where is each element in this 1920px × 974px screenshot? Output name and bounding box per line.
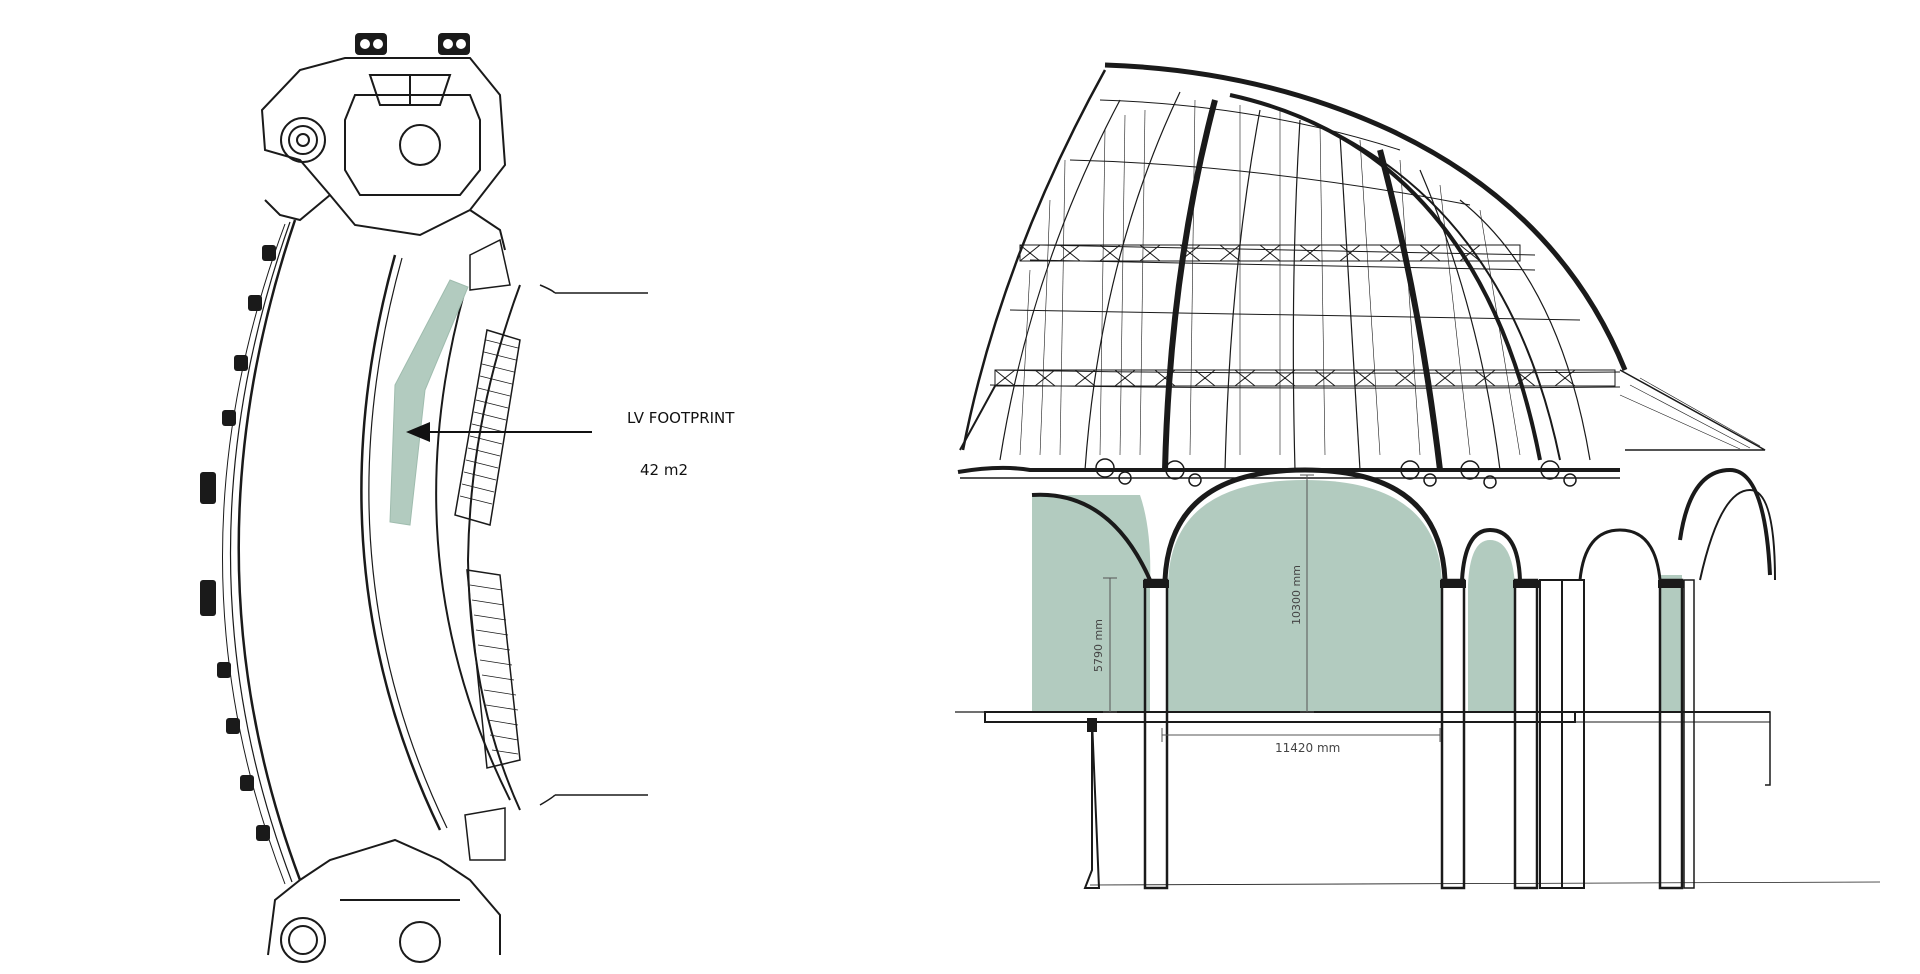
column-capitals (1087, 580, 1684, 732)
dimension-width-label: 11420 mm (1275, 741, 1340, 755)
top-pavilion-details (355, 33, 470, 55)
lv-volume-highlight (1032, 480, 1682, 712)
roof-skirt (957, 369, 1766, 479)
glazing-bars (1019, 99, 1521, 456)
ornamental-spandrels (1095, 458, 1577, 489)
floor-deck (955, 711, 1881, 886)
building-section: 11420 mm 5790 mm 10300 mm (955, 62, 1881, 890)
lv-footprint-area (389, 279, 469, 526)
footprint-area-label: 42 m2 (640, 461, 688, 479)
dimension-lines (1103, 474, 1441, 742)
footprint-label: LV FOOTPRINT (627, 409, 735, 427)
arches (1031, 467, 1776, 581)
top-pavilion (260, 57, 507, 251)
bottom-pavilion (267, 838, 501, 963)
columns (1083, 578, 1695, 890)
side-entrance-lines (539, 284, 648, 806)
curved-gallery-outline (222, 219, 521, 885)
dome-ribs (961, 62, 1628, 471)
inner-staircases (454, 238, 521, 861)
dimension-height-high-label: 10300 mm (1290, 565, 1303, 625)
dimension-height-low-label: 5790 mm (1092, 619, 1105, 672)
cross-bracing (994, 244, 1616, 387)
floor-plan: LV FOOTPRINT 42 m2 (200, 33, 735, 963)
stair-treads (459, 339, 519, 755)
outer-buttresses (200, 245, 276, 841)
